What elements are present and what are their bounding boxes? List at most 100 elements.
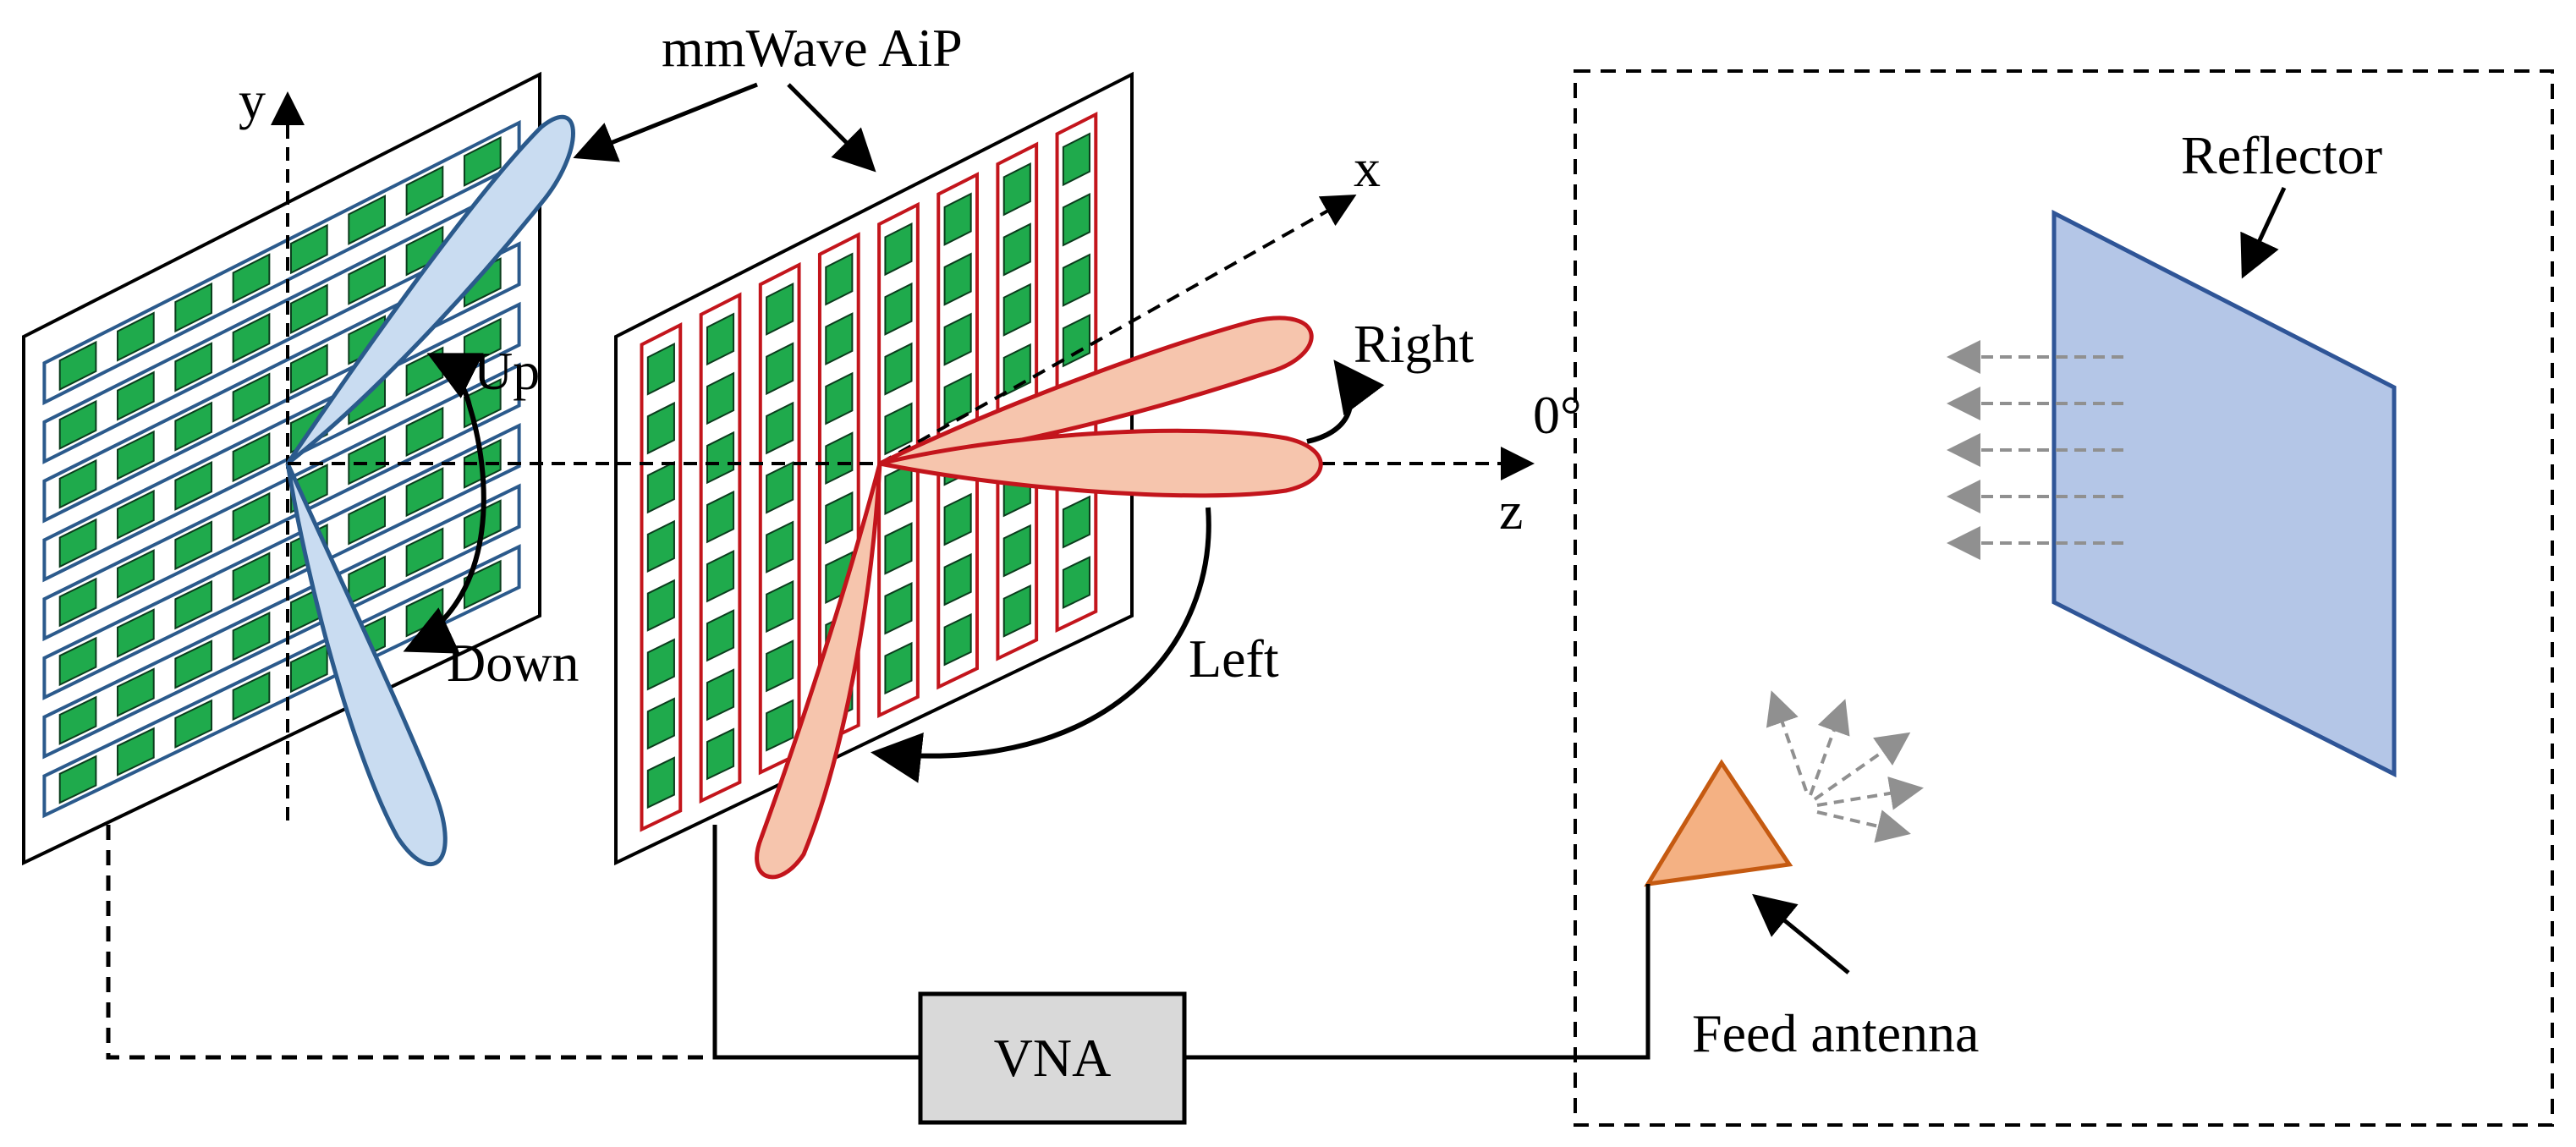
patch-element <box>766 401 794 455</box>
patch-element <box>58 518 97 568</box>
patch-element <box>117 727 155 777</box>
patch-element <box>943 612 972 667</box>
patch-element <box>289 283 328 334</box>
patch-element <box>1002 222 1031 277</box>
patch-element <box>58 636 97 687</box>
patch-element <box>943 192 972 246</box>
patch-element <box>706 668 735 722</box>
patch-element <box>943 552 972 606</box>
left-label: Left <box>1189 628 1279 689</box>
patch-element <box>174 579 213 630</box>
feed-radiation-arrows <box>1766 690 1924 843</box>
red-beam-lobes <box>755 316 1323 880</box>
red-lobe-left <box>755 463 882 880</box>
patch-element <box>825 371 854 425</box>
patch-element <box>232 671 271 722</box>
patch-element <box>117 549 155 599</box>
patch-element <box>232 372 271 423</box>
zero-degree-label: 0° <box>1533 385 1582 445</box>
aip-callout: mmWave AiP <box>573 18 963 173</box>
mid-column-strip <box>758 261 801 776</box>
triangle-horn-antenna-icon <box>1644 759 1793 887</box>
patch-element <box>766 699 794 752</box>
patch-element <box>943 312 972 366</box>
feed-antenna: Feed antenna <box>1644 759 1979 1063</box>
patch-element <box>232 253 271 304</box>
patch-element <box>766 579 794 634</box>
patch-element <box>232 552 271 602</box>
z-axis: z 0° <box>288 385 1582 541</box>
patch-element <box>884 641 913 695</box>
patch-element <box>884 282 913 336</box>
patch-element <box>766 461 794 514</box>
patch-element <box>463 136 502 187</box>
patch-element <box>884 402 913 456</box>
patch-element <box>825 252 854 306</box>
patch-element <box>289 223 328 275</box>
patch-element <box>646 638 675 691</box>
patch-element <box>766 639 794 693</box>
patch-element <box>58 755 97 804</box>
x-axis: x <box>879 138 1381 465</box>
patch-element <box>706 550 735 603</box>
patch-element <box>117 608 155 658</box>
patch-element <box>174 699 213 749</box>
patch-element <box>706 609 735 662</box>
patch-element <box>943 492 972 546</box>
patch-element <box>232 312 271 364</box>
patch-element <box>1062 253 1090 307</box>
patch-element <box>1062 132 1090 187</box>
patch-element <box>58 340 97 392</box>
patch-element <box>289 643 328 694</box>
patch-element <box>117 430 155 480</box>
patch-element <box>706 431 735 485</box>
patch-element <box>348 435 386 486</box>
y-axis-label: y <box>239 70 266 130</box>
patch-element <box>706 490 735 544</box>
patch-element <box>348 255 386 305</box>
blue-lobe-up <box>285 114 575 465</box>
patch-element <box>232 432 271 483</box>
mid-column-strip <box>699 292 742 804</box>
patch-element <box>646 697 675 750</box>
patch-element <box>943 252 972 306</box>
parallelogram-reflector-icon <box>2051 209 2397 778</box>
patch-element <box>232 491 271 542</box>
mid-column-strip <box>640 321 683 832</box>
patch-element <box>58 399 97 450</box>
aip-label: mmWave AiP <box>662 18 963 78</box>
right-steer-arrow: Right <box>1306 314 1474 444</box>
patch-element <box>706 371 735 425</box>
patch-element <box>825 431 854 485</box>
reflected-wave-arrows <box>1947 340 2123 560</box>
patch-element <box>766 520 794 574</box>
patch-element <box>1062 495 1090 549</box>
up-label: Up <box>474 341 540 401</box>
patch-element <box>646 401 675 455</box>
x-axis-label: x <box>1354 138 1381 198</box>
feed-antenna-label: Feed antenna <box>1692 1003 1979 1063</box>
patch-element <box>884 581 913 635</box>
patch-element <box>405 406 444 457</box>
patch-element <box>884 222 913 277</box>
patch-element <box>646 519 675 573</box>
patch-element <box>884 342 913 396</box>
patch-element <box>348 495 386 546</box>
patch-element <box>117 370 155 421</box>
red-lobe-center <box>879 428 1323 498</box>
patch-element <box>706 727 735 781</box>
patch-element <box>766 283 794 336</box>
patch-element <box>706 312 735 366</box>
vna-label: VNA <box>994 1028 1112 1088</box>
patch-element <box>58 695 97 745</box>
patch-element <box>943 372 972 426</box>
patch-element <box>1062 556 1090 609</box>
patch-element <box>232 612 271 661</box>
patch-element <box>405 467 444 518</box>
patch-element <box>1062 314 1090 368</box>
down-arrow-head <box>403 607 460 654</box>
z-axis-label: z <box>1499 480 1523 541</box>
patch-element <box>117 667 155 717</box>
patch-element <box>289 343 328 394</box>
